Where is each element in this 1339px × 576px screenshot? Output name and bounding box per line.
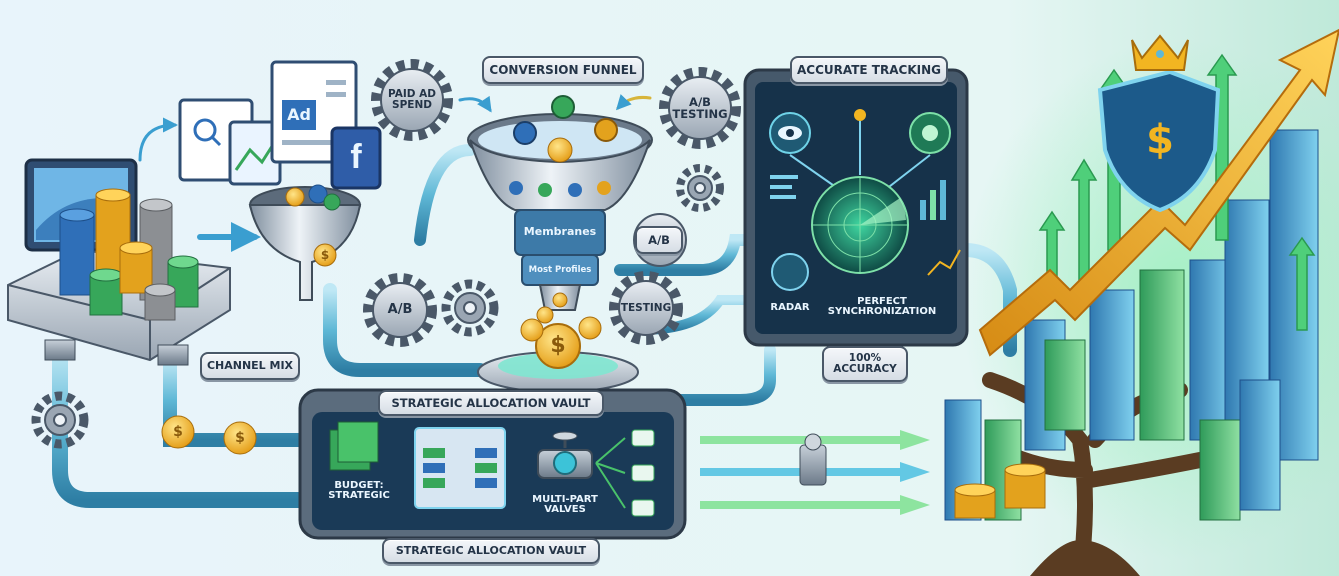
funnel-icon bbox=[248, 204, 362, 301]
left-funnel bbox=[248, 184, 362, 301]
coin-stack-gray-2 bbox=[144, 283, 176, 321]
ad-tile-label: Ad bbox=[287, 104, 311, 124]
paid-ad-spend-label: Paid Ad Spend bbox=[388, 87, 436, 111]
gear-icon bbox=[31, 391, 89, 449]
facebook-glyph: f bbox=[350, 138, 362, 177]
coin-portal bbox=[161, 306, 639, 455]
coin-stacks bbox=[59, 188, 199, 321]
coin-icon bbox=[535, 323, 581, 369]
gear-icon bbox=[659, 67, 741, 149]
multi-part-valves-label: Multi-Part Valves bbox=[532, 493, 598, 515]
search-icon bbox=[193, 118, 217, 142]
ab-testing-gear-label: A/B Testing bbox=[672, 94, 728, 121]
coin-dollar-glyph: $ bbox=[173, 423, 183, 440]
coin-icon bbox=[313, 243, 337, 267]
gold-coin-stacks bbox=[954, 463, 1046, 519]
perfect-sync-label: Perfect Synchronization bbox=[827, 295, 937, 317]
user-avatar bbox=[551, 95, 575, 119]
growth-tree bbox=[944, 28, 1339, 576]
gear-icon bbox=[441, 279, 499, 337]
testing-gear-label: Testing bbox=[620, 302, 672, 315]
conversion-funnel bbox=[467, 95, 653, 311]
growth-arrow-icon bbox=[978, 28, 1339, 357]
gears bbox=[31, 59, 741, 449]
gear-icon bbox=[371, 59, 453, 141]
radar-label: Radar bbox=[770, 301, 810, 313]
most-profiles-label: Most Profiles bbox=[528, 264, 592, 275]
user-avatar bbox=[594, 118, 618, 142]
accuracy-label: 100% Accuracy bbox=[822, 346, 908, 382]
coin-dollar-glyph: $ bbox=[235, 429, 245, 446]
coin-dollar-glyph: $ bbox=[320, 247, 330, 262]
tracking-panel bbox=[743, 68, 969, 347]
gear-icon bbox=[676, 164, 724, 212]
ab-right-label: A/B bbox=[635, 226, 683, 254]
gear-icon bbox=[609, 271, 683, 345]
ab-left-gear-label: A/B bbox=[387, 302, 413, 318]
coin-stack-green bbox=[89, 268, 123, 316]
coin-icon bbox=[547, 137, 573, 163]
accurate-tracking-label: Accurate Tracking bbox=[790, 56, 948, 84]
ad-screens bbox=[178, 60, 382, 190]
facebook-icon bbox=[330, 126, 382, 190]
allocation-vault bbox=[298, 388, 687, 540]
coin-dollar-glyph: $ bbox=[550, 333, 566, 359]
coin-stack-blue bbox=[59, 208, 95, 296]
coin-icon bbox=[161, 415, 195, 449]
membranes-label: Membranes bbox=[523, 225, 597, 239]
shield-icon bbox=[1097, 69, 1221, 213]
channel-mix-label: Channel Mix bbox=[200, 352, 300, 380]
coin-stack-gold-2 bbox=[119, 241, 153, 294]
strategic-vault-bottom-label: Strategic Allocation Vault bbox=[382, 538, 600, 564]
output-valve-icon bbox=[799, 444, 827, 486]
shield-dollar-glyph: $ bbox=[1146, 117, 1174, 163]
user-avatar bbox=[513, 121, 537, 145]
gear-icon bbox=[363, 273, 437, 347]
coin-icon bbox=[223, 421, 257, 455]
conversion-funnel-label: Conversion Funnel bbox=[482, 56, 644, 84]
output-flow-arrows bbox=[700, 430, 930, 515]
budget-strategic-label: Budget: Strategic bbox=[328, 479, 390, 501]
strategic-vault-top-label: Strategic Allocation Vault bbox=[378, 390, 604, 416]
